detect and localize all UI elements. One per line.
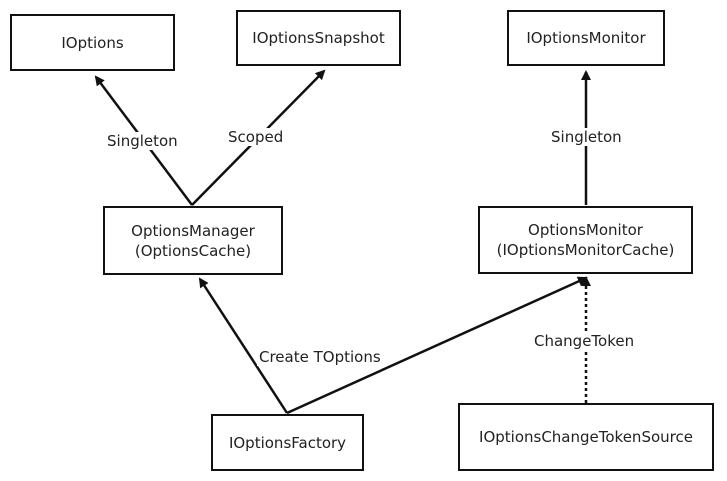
node-options-manager-line1: OptionsManager (131, 221, 255, 240)
arrow-factory-to-monitor (286, 276, 588, 415)
node-options-monitor-line1: OptionsMonitor (528, 221, 643, 239)
node-options-monitor-line2: (IOptionsMonitorCache) (496, 241, 675, 259)
edge-label-singleton-left: Singleton (105, 132, 180, 150)
node-ioptions-snapshot-label: IOptionsSnapshot (252, 29, 385, 47)
node-ioptions-label: IOptions (61, 33, 124, 52)
node-ioptions-monitor: IOptionsMonitor (507, 10, 665, 66)
node-change-token-source: IOptionsChangeTokenSource (458, 403, 714, 471)
node-options-manager: OptionsManager (OptionsCache) (103, 206, 283, 275)
node-options-monitor: OptionsMonitor (IOptionsMonitorCache) (478, 206, 693, 274)
arrow-factory-to-manager (198, 277, 289, 414)
node-ioptions-factory-label: IOptionsFactory (228, 433, 347, 452)
edge-label-singleton-right: Singleton (549, 128, 624, 146)
edge-label-change-token: ChangeToken (532, 332, 637, 350)
node-ioptions-monitor-label: IOptionsMonitor (526, 29, 646, 47)
node-ioptions: IOptions (10, 14, 175, 71)
node-ioptions-factory: IOptionsFactory (211, 414, 364, 471)
edge-label-create-toptions: Create TOptions (257, 348, 383, 366)
node-ioptions-snapshot: IOptionsSnapshot (236, 10, 401, 66)
node-change-token-source-label: IOptionsChangeTokenSource (479, 428, 693, 446)
node-options-manager-line2: (OptionsCache) (134, 241, 252, 260)
edge-label-scoped: Scoped (226, 128, 286, 146)
